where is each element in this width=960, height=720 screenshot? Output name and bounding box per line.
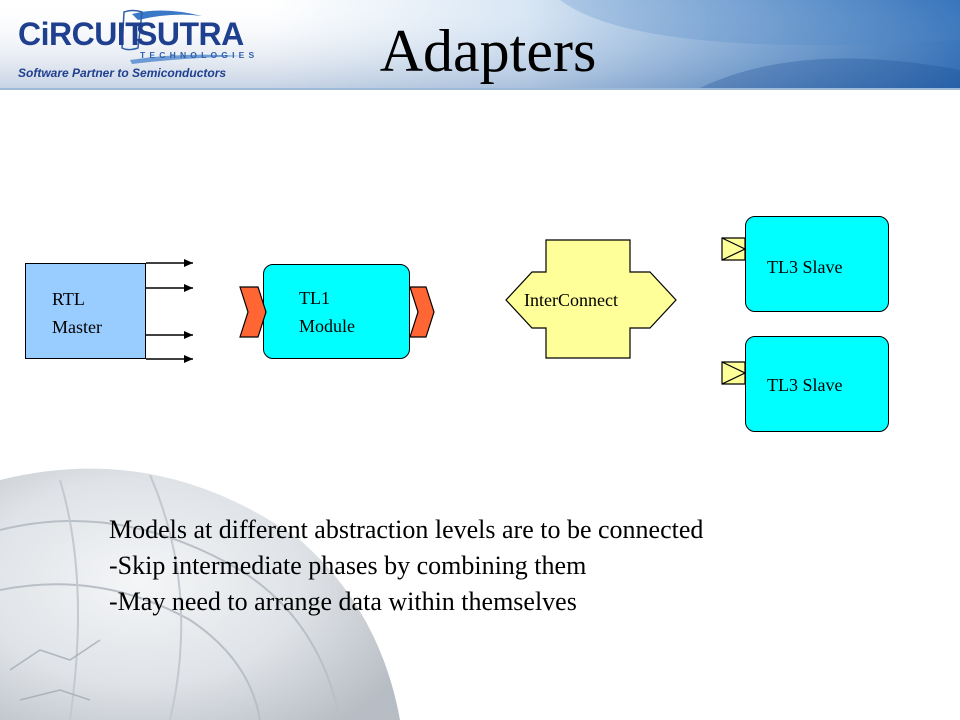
slave-port-icon-1 [721, 237, 747, 261]
tl1-module-box [263, 264, 410, 359]
rtl-signal-arrows [146, 259, 193, 363]
tl1-module-label-line1: TL1 [299, 288, 330, 308]
bullet-line-3: -May need to arrange data within themsel… [109, 587, 577, 616]
logo-word-circuit: CiRCUIT [18, 16, 145, 52]
logo-subtitle: TECHNOLOGIES [140, 50, 259, 60]
adapter-chevron-right [409, 286, 435, 338]
slave-port-icon-2 [721, 361, 747, 385]
globe-decoration [0, 468, 400, 720]
slide-bullets: Models at different abstraction levels a… [109, 512, 889, 620]
rtl-master-label-line1: RTL [52, 289, 85, 309]
tl3-slave-label-2: TL3 Slave [767, 375, 843, 395]
logo-swoosh [121, 9, 242, 64]
interconnect-shape [505, 239, 677, 359]
tl3-slave-label-1: TL3 Slave [767, 257, 843, 277]
tl3-slave-box-2 [745, 336, 889, 432]
bullet-line-1: Models at different abstraction levels a… [109, 515, 704, 544]
slide-title: Adapters [379, 18, 597, 84]
bullet-line-2: -Skip intermediate phases by combining t… [109, 551, 587, 580]
rtl-master-box [25, 263, 146, 359]
rtl-master-label-line2: Master [52, 317, 102, 337]
tl3-slave-box-1 [745, 216, 889, 312]
tl1-module-label-line2: Module [299, 316, 355, 336]
interconnect-label: InterConnect [524, 290, 618, 310]
company-logo: CiRCUIT SUTRA TECHNOLOGIES Software Part… [12, 8, 254, 84]
adapter-chevron-left [239, 286, 267, 338]
logo-word-sutra: SUTRA [136, 16, 244, 52]
logo-tagline: Software Partner to Semiconductors [18, 66, 227, 80]
